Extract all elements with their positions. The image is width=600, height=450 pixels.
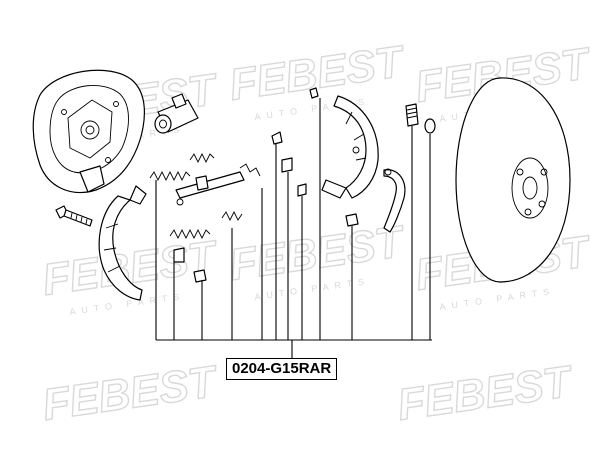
part-number-label: 0204-G15RAR	[226, 358, 338, 380]
hardware-small-parts	[173, 87, 436, 283]
mounting-bolt	[55, 205, 93, 227]
adjuster-assembly	[175, 163, 261, 206]
watermark-brand: FEBEST	[227, 37, 409, 110]
brake-shoe-left	[98, 185, 147, 301]
parking-brake-lever	[383, 168, 406, 233]
watermark-brand: FEBEST	[40, 357, 222, 430]
return-spring-lower	[169, 210, 243, 240]
return-spring-upper	[149, 152, 215, 182]
leader-lines	[155, 98, 432, 358]
watermark-brand: FEBEST	[227, 217, 409, 290]
brake-shoe-right	[321, 95, 379, 199]
watermark-brand: FEBEST	[395, 357, 577, 430]
brake-drum	[455, 77, 571, 283]
wheel-cylinder	[154, 93, 199, 134]
brake-backing-plate	[32, 69, 146, 194]
